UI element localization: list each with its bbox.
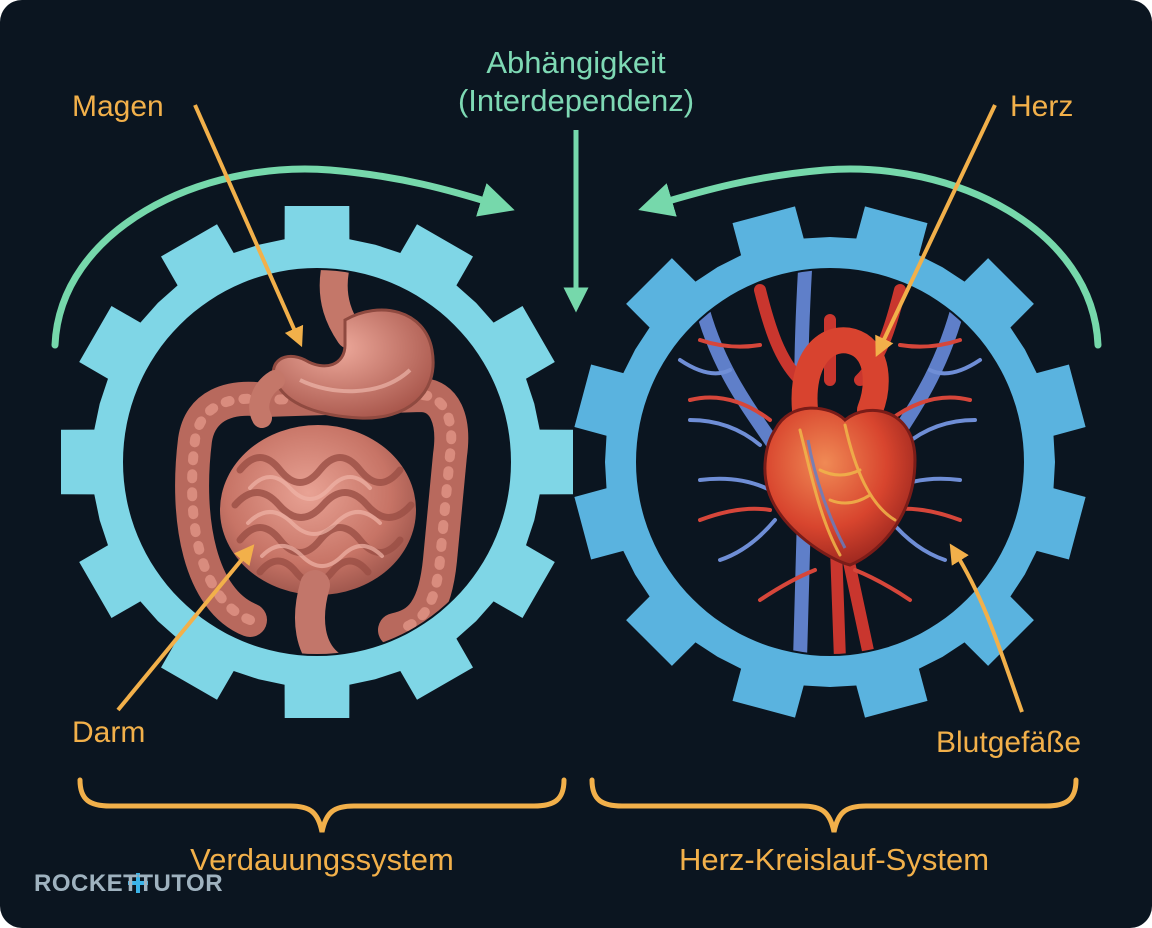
herz-pointer-arrow: [875, 104, 997, 358]
brace-left: [77, 777, 567, 833]
label-darm: Darm: [72, 716, 146, 749]
magen-pointer-arrow: [193, 104, 304, 348]
cycle-arrow-left: [51, 165, 515, 349]
circulatory-system-illustration: [678, 270, 982, 654]
brand-logo: ROCKETTUTOR: [34, 870, 224, 897]
digestive-system-illustration: [175, 270, 469, 654]
brace-right: [589, 777, 1079, 833]
label-herz: Herz: [1010, 90, 1074, 123]
interdependence-title: Abhängigkeit (Interdependenz): [376, 44, 776, 120]
blutgefaesse-pointer-arrow: [949, 543, 1024, 713]
label-magen: Magen: [72, 90, 164, 123]
brand-plus-icon: [128, 873, 148, 893]
system-label-circulatory: Herz-Kreislauf-System: [678, 842, 990, 877]
label-blutgefaesse: Blutgefäße: [936, 726, 1082, 759]
title-line-1: Abhängigkeit: [486, 45, 666, 80]
darm-pointer-arrow: [116, 544, 255, 712]
system-label-digestive: Verdauungssystem: [190, 842, 454, 877]
cycle-arrow-right: [638, 165, 1102, 349]
title-line-2: (Interdependenz): [457, 83, 695, 118]
